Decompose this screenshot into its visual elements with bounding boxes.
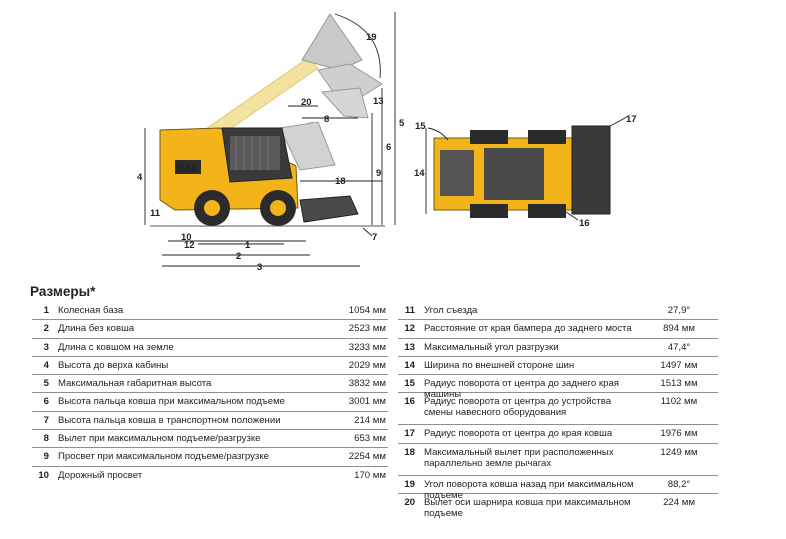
callout-numbers-side: 1 2 3 4 5 6 7 8 9 10 11 12 13 18 19 20: [137, 32, 405, 273]
dimension-lines: [144, 12, 396, 267]
svg-text:9: 9: [376, 168, 381, 179]
svg-text:15: 15: [415, 121, 426, 132]
section-title: Размеры*: [30, 284, 96, 299]
svg-text:17: 17: [626, 114, 637, 125]
svg-text:6: 6: [386, 142, 391, 153]
svg-text:8: 8: [324, 114, 329, 125]
svg-text:18: 18: [335, 176, 346, 187]
svg-text:4: 4: [137, 172, 143, 183]
raised-arm-ghost: [189, 13, 383, 151]
svg-text:2: 2: [236, 251, 241, 262]
skid-steer-machine: CAT: [159, 127, 359, 226]
top-view-dimension-lines: [425, 115, 629, 221]
svg-text:13: 13: [373, 96, 384, 107]
svg-text:11: 11: [150, 208, 161, 219]
svg-text:5: 5: [399, 118, 405, 129]
svg-text:19: 19: [366, 32, 377, 43]
svg-text:16: 16: [579, 218, 590, 229]
dimensions-diagram: CAT 1 2 3 4 5 6 7 8 9 10 11 12 13 18 19 …: [137, 12, 637, 273]
svg-text:10: 10: [181, 232, 192, 243]
svg-text:7: 7: [372, 232, 377, 243]
brand-logo: CAT: [177, 164, 197, 175]
svg-text:12: 12: [184, 240, 195, 251]
svg-text:3: 3: [257, 262, 262, 273]
svg-text:1: 1: [245, 240, 251, 251]
svg-text:20: 20: [301, 97, 312, 108]
svg-text:14: 14: [414, 168, 425, 179]
callout-numbers-top: 14 15 16 17: [414, 114, 637, 229]
top-view-machine: [433, 125, 611, 218]
